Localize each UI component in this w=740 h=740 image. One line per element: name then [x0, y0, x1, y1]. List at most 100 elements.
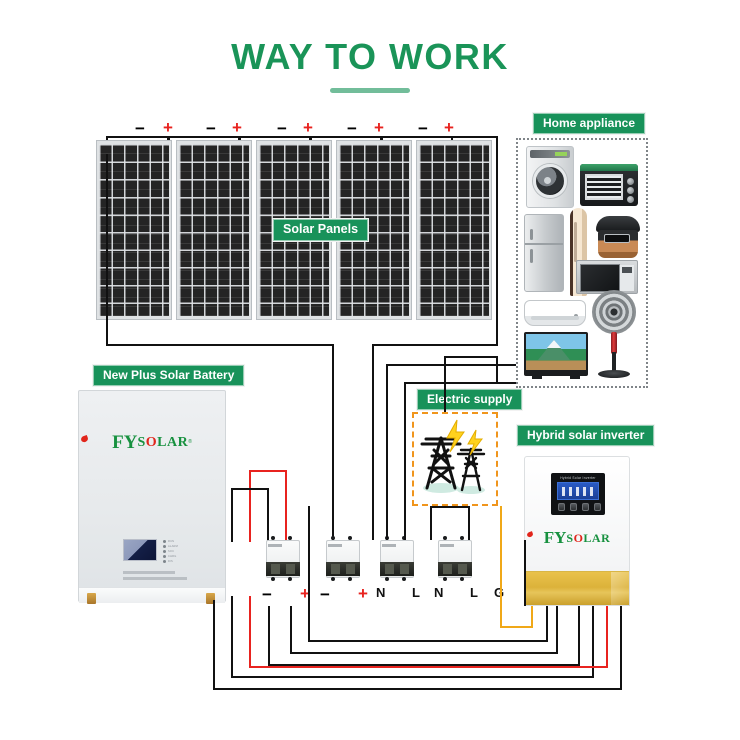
- inverter-panel-brand: Hybrid Solar Inverter: [560, 476, 596, 480]
- dc1-minus-label: −: [262, 585, 272, 604]
- battery-text-rows: [123, 571, 203, 583]
- panel-1-negative-label: −: [135, 119, 145, 138]
- grid-feed-right-down: [496, 356, 498, 384]
- grid-bus: [430, 506, 470, 508]
- split-air-conditioner-icon: [524, 300, 586, 326]
- inverter-brand-logo: FY SOLAR: [525, 529, 629, 548]
- panel-4-positive-label: +: [374, 118, 384, 137]
- inv-out-red-across: [249, 666, 608, 668]
- solar-panel-5[interactable]: [416, 140, 492, 320]
- appliance-feed-left-down: [386, 364, 388, 540]
- inv-out-5-up: [213, 600, 215, 688]
- inverter-button-4[interactable]: [594, 503, 601, 511]
- appliance-feed-top: [386, 364, 516, 366]
- battery-bottom-red-down: [249, 596, 251, 666]
- dc2-plus-label: +: [358, 584, 368, 603]
- leaf-icon: [526, 531, 534, 538]
- panel-cells: [99, 144, 169, 316]
- inv-out-4-across: [231, 676, 594, 678]
- panel-1-positive-label: +: [163, 118, 173, 137]
- inverter-control-panel[interactable]: Hybrid Solar Inverter: [551, 473, 605, 515]
- appliance-feed-bottom: [404, 382, 516, 384]
- array-left-to-breaker: [332, 344, 334, 540]
- grid-to-breaker-l: [468, 506, 470, 540]
- inv-out-2-across: [290, 652, 558, 654]
- grid-feed-across: [444, 356, 498, 358]
- inv-out-2-down: [556, 606, 558, 654]
- battery-led-panel: RUN ALARM SOC CHRG DIS: [163, 540, 193, 565]
- inv-out-5-across: [213, 688, 622, 690]
- ac2-l-label: L: [470, 585, 478, 600]
- battery-negative-up: [231, 488, 233, 542]
- television-icon: [524, 332, 588, 379]
- battery-positive-up: [249, 470, 251, 542]
- battery-positive-to-breaker: [285, 470, 287, 542]
- battery-negative-across: [231, 488, 269, 490]
- hybrid-solar-inverter[interactable]: Hybrid Solar Inverter FY SOLAR: [524, 456, 630, 606]
- inv-ground-across: [500, 626, 533, 628]
- inverter-gold-base: [525, 571, 629, 605]
- inverter-button-3[interactable]: [582, 503, 589, 511]
- panel-jumper-2: [239, 136, 309, 138]
- battery-positive-across: [249, 470, 287, 472]
- registered-mark: ®: [188, 439, 192, 445]
- ac1-l-label: L: [412, 585, 420, 600]
- dc2-minus-label: −: [320, 585, 330, 604]
- array-right-to-breaker: [372, 344, 374, 540]
- page-title: WAY TO WORK: [231, 36, 509, 77]
- solar-panel-2[interactable]: [176, 140, 252, 320]
- inverter-button-1[interactable]: [558, 503, 565, 511]
- panel-4-negative-label: −: [347, 119, 357, 138]
- toaster-oven-icon: [580, 164, 638, 206]
- panel-jumper-0: [106, 136, 168, 138]
- ac2-n-label: N: [434, 585, 444, 600]
- leaf-icon: [80, 434, 89, 444]
- inv-ground-up: [500, 506, 502, 628]
- inv-out-3-across: [268, 664, 580, 666]
- array-left-across: [106, 344, 334, 346]
- panel-jumper-1: [168, 136, 238, 138]
- inv-out-1-down: [546, 606, 548, 642]
- panel-2-negative-label: −: [206, 119, 216, 138]
- inv-ground-down: [531, 606, 533, 628]
- inverter-lcd-screen: [557, 482, 599, 500]
- inverter-label: Hybrid solar inverter: [516, 424, 656, 447]
- home-appliance-label: Home appliance: [532, 112, 647, 135]
- grid-to-breaker-n: [430, 506, 432, 540]
- electric-supply-box: [412, 412, 498, 506]
- fy-mark: FY: [112, 432, 138, 453]
- inverter-buttons[interactable]: [558, 503, 601, 511]
- inv-out-4-down: [592, 606, 594, 678]
- solar-word: SOLAR: [137, 434, 189, 450]
- inv-out-red-down: [606, 606, 608, 668]
- solar-panel-array: [96, 140, 500, 320]
- panel-5-negative-label: −: [418, 119, 428, 138]
- inv-out-2-up: [290, 606, 292, 654]
- battery-label: New Plus Solar Battery: [92, 364, 246, 387]
- solar-panel-1[interactable]: [96, 140, 172, 320]
- array-right-down: [496, 154, 498, 344]
- battery-bottom-black-down: [231, 596, 233, 678]
- fy-solar-logo: FY SOLAR: [526, 529, 611, 546]
- power-pylon-icon: [420, 419, 486, 494]
- panel-3-positive-label: +: [303, 118, 313, 137]
- refrigerator-icon: [524, 214, 564, 292]
- washing-machine-icon: [526, 146, 574, 208]
- inverter-button-2[interactable]: [570, 503, 577, 511]
- battery-negative-to-breaker: [267, 488, 269, 542]
- array-left-down: [106, 154, 108, 344]
- solar-battery[interactable]: FY SOLAR ® RUN ALARM SOC CHRG DIS: [78, 390, 226, 604]
- battery-terminal-positive[interactable]: [206, 593, 215, 604]
- title-underline: [330, 88, 410, 93]
- panel-jumper-5: [452, 136, 498, 138]
- inv-out-3-down: [578, 606, 580, 666]
- battery-terminal-negative[interactable]: [87, 593, 96, 604]
- ac1-n-label: N: [376, 585, 386, 600]
- solar-word: SOLAR: [566, 530, 611, 545]
- battery-base: [79, 587, 225, 603]
- panel-3-negative-label: −: [277, 119, 287, 138]
- rice-cooker-icon: [596, 216, 640, 260]
- array-right-across: [372, 344, 498, 346]
- electric-supply-label: Electric supply: [416, 388, 524, 411]
